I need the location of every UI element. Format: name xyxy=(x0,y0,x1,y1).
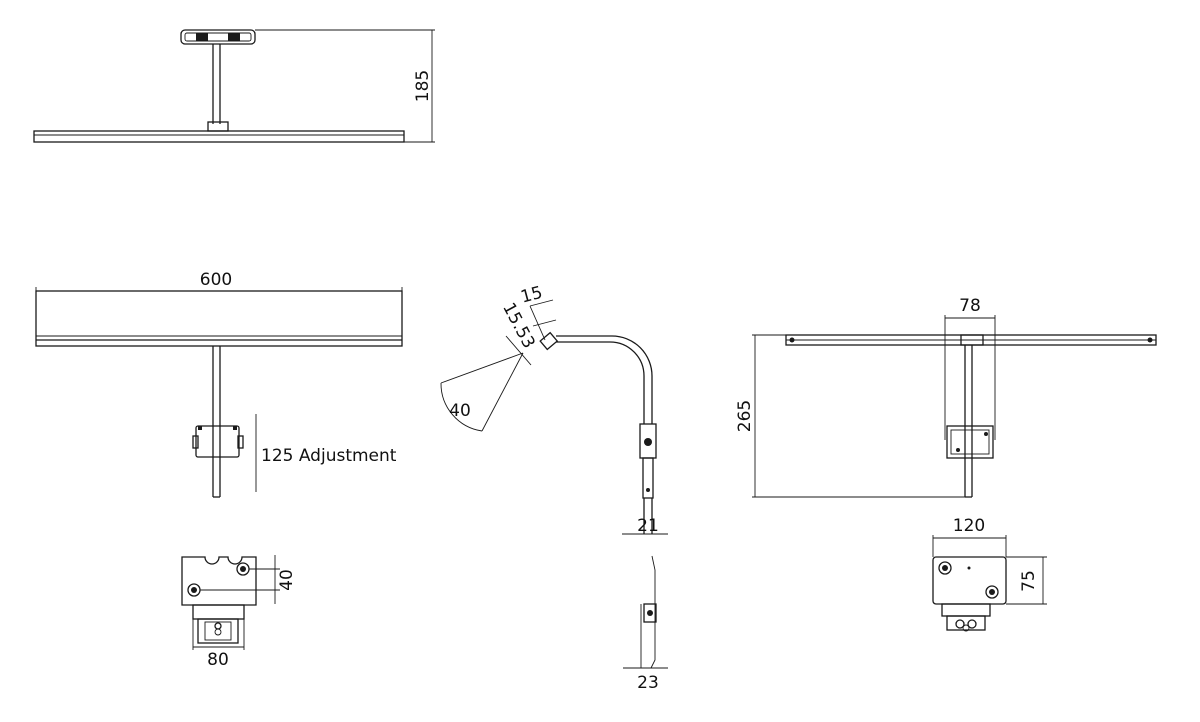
plate-height-label: 75 xyxy=(1019,570,1039,592)
arm-depth-label: 21 xyxy=(637,516,659,536)
head-offset-label: 15 xyxy=(519,283,545,308)
adjustment-label: 125 Adjustment xyxy=(261,446,397,466)
arm-profile-view: 21 40 15 15.53 xyxy=(440,283,668,536)
clip-height-label: 40 xyxy=(277,569,297,591)
side-elevation-view: 78 265 xyxy=(735,296,1157,498)
tilt-angle-label: 40 xyxy=(449,401,471,421)
head-size-label: 15.53 xyxy=(498,299,539,351)
plate-width-label: 120 xyxy=(953,516,985,536)
side-height-label: 185 xyxy=(413,70,433,102)
mounting-plate-view: 120 75 xyxy=(932,516,1047,632)
base-side-view: 23 xyxy=(623,555,668,693)
clip-width-label: 80 xyxy=(207,650,229,670)
bar-width-label: 600 xyxy=(200,270,232,290)
side-view: 185 xyxy=(33,29,435,143)
overall-height-label: 265 xyxy=(735,400,755,432)
front-view: 600 125 Adjustment xyxy=(35,270,403,498)
clip-plate-view: 40 80 xyxy=(181,555,297,670)
base-depth-label: 23 xyxy=(637,673,659,693)
bracket-width-label: 78 xyxy=(959,296,981,316)
